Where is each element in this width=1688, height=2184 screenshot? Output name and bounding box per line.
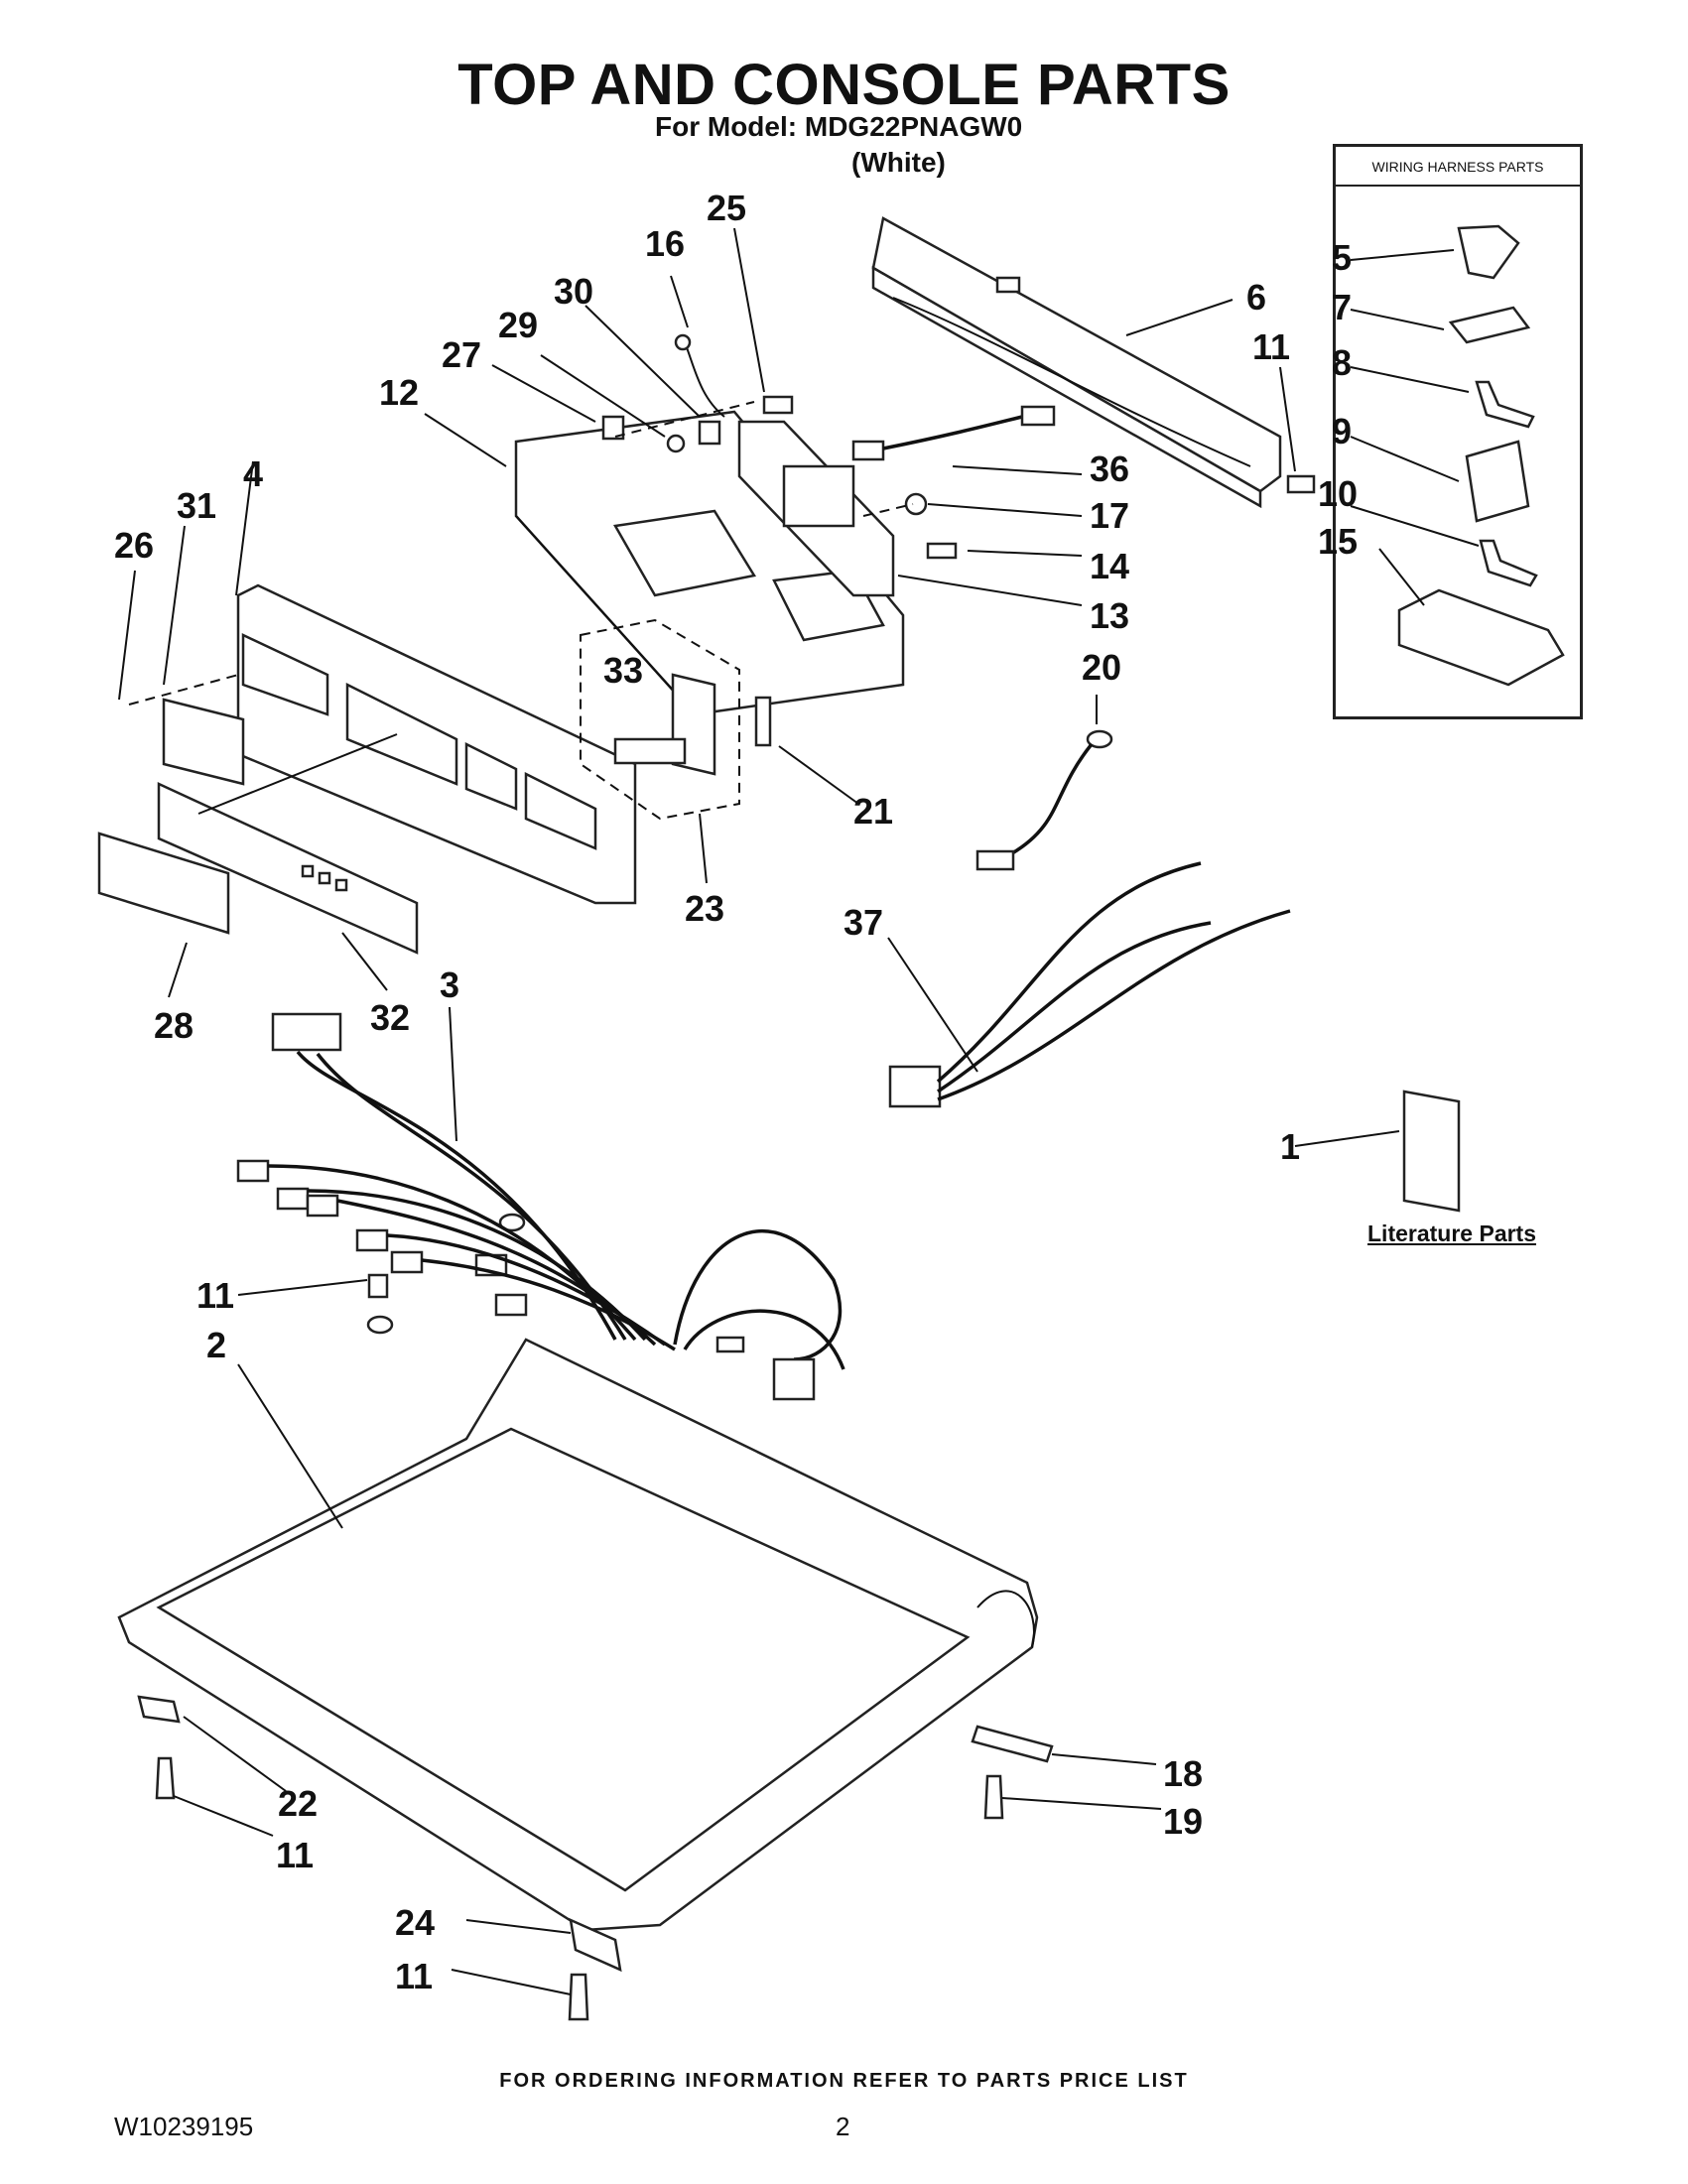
callout-31: 31 [177, 485, 216, 526]
callout-11-bottom: 11 [395, 1956, 433, 1996]
callout-19: 19 [1163, 1801, 1203, 1842]
harness-36-part [851, 405, 1056, 461]
cable-20-part [975, 729, 1113, 871]
switch-board-group [580, 618, 740, 821]
small-hardware-parts [601, 333, 1316, 560]
callout-27: 27 [442, 334, 481, 375]
literature-parts-label: Literature Parts [1367, 1220, 1537, 1246]
callout-10: 10 [1318, 473, 1358, 514]
hinge-bracket-24 [568, 1917, 622, 2021]
wiring-harness-parts-box: WIRING HARNESS PARTS [1333, 144, 1583, 719]
callout-2: 2 [206, 1325, 226, 1365]
callout-29: 29 [498, 305, 538, 345]
top-panel-part [117, 1338, 1039, 1932]
model-variant: (White) [851, 147, 946, 178]
callout-15: 15 [1318, 521, 1358, 562]
callout-11-top: 11 [1252, 326, 1290, 367]
page-number: 2 [836, 2112, 850, 2141]
lens-28-part [97, 832, 230, 935]
console-housing-part [514, 410, 905, 716]
callout-36: 36 [1090, 449, 1129, 489]
overlay-31-part [162, 698, 245, 786]
callout-20: 20 [1082, 647, 1121, 688]
hinge-bracket-18 [971, 1725, 1054, 1820]
ground-screw-part [366, 1273, 394, 1335]
callout-12: 12 [379, 372, 419, 413]
control-board-part [737, 420, 895, 597]
literature-booklet-part [1402, 1090, 1461, 1213]
callout-18: 18 [1163, 1753, 1203, 1794]
callout-13: 13 [1090, 595, 1129, 636]
callout-6: 6 [1246, 277, 1266, 318]
model-line: For Model: MDG22PNAGW0 [655, 111, 1023, 142]
page-title: TOP AND CONSOLE PARTS [457, 53, 1231, 117]
callout-4: 4 [243, 453, 263, 494]
document-number: W10239195 [114, 2112, 254, 2141]
callout-37: 37 [844, 902, 883, 943]
callout-28: 28 [154, 1005, 194, 1046]
callout-30: 30 [554, 271, 593, 312]
assembly-line [862, 503, 914, 517]
callout-17: 17 [1090, 495, 1129, 536]
callout-26: 26 [114, 525, 154, 566]
hinge-bracket-22 [137, 1695, 181, 1800]
callout-25: 25 [707, 188, 746, 228]
callout-9: 9 [1332, 411, 1352, 451]
harness-3-part [236, 1012, 845, 1401]
callout-22: 22 [278, 1783, 318, 1824]
callout-1: 1 [1280, 1126, 1300, 1167]
harness-37-part [888, 861, 1291, 1108]
part-21 [754, 696, 772, 747]
assembly-line [128, 674, 239, 706]
callout-32: 32 [370, 997, 410, 1038]
assembly-line [614, 401, 755, 438]
console-front-panel-part [236, 583, 637, 905]
callout-23: 23 [685, 888, 724, 929]
panel-32-part [157, 733, 419, 955]
callout-11-mid: 11 [196, 1275, 234, 1316]
callout-21: 21 [853, 791, 893, 832]
callout-14: 14 [1090, 546, 1129, 586]
harness-box-parts [1397, 224, 1565, 687]
callout-16: 16 [645, 223, 685, 264]
callout-24: 24 [395, 1902, 435, 1943]
console-rear-bracket-part [871, 216, 1282, 509]
callout-7: 7 [1332, 287, 1352, 327]
leader-lines [118, 227, 1480, 1995]
callout-33: 33 [603, 650, 643, 691]
callout-11-left: 11 [276, 1835, 314, 1875]
callout-5: 5 [1332, 237, 1352, 278]
wiring-harness-title: WIRING HARNESS PARTS [1336, 147, 1580, 187]
callout-3: 3 [440, 964, 459, 1005]
ordering-note: FOR ORDERING INFORMATION REFER TO PARTS … [499, 2070, 1189, 2092]
callout-8: 8 [1332, 342, 1352, 383]
